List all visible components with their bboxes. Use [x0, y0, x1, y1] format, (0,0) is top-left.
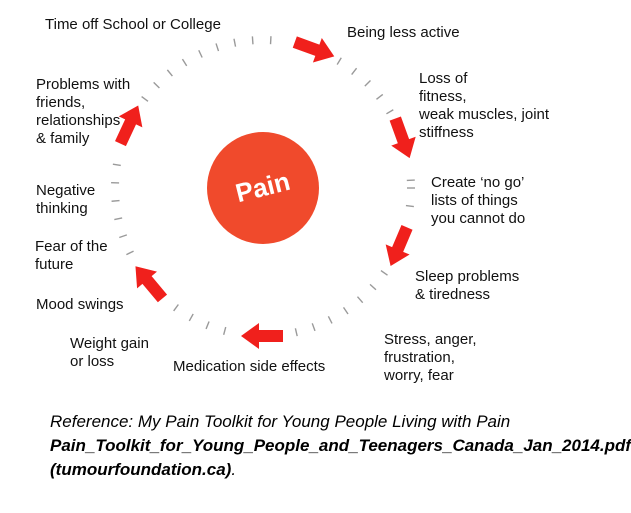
cycle-label-line: Being less active — [347, 24, 460, 41]
cycle-arrow-2 — [389, 116, 416, 159]
cycle-tick — [251, 36, 254, 45]
cycle-label-time-off-school: Time off School or College — [45, 16, 221, 34]
cycle-ticks — [111, 36, 415, 337]
cycle-tick — [356, 296, 364, 304]
cycle-tick — [114, 217, 123, 221]
cycle-label-line: friends, — [36, 94, 86, 111]
cycle-label-line: & tiredness — [415, 286, 491, 303]
cycle-tick — [294, 328, 298, 337]
cycle-label-line: weak muscles, joint — [419, 106, 550, 123]
cycle-label-line: stiffness — [419, 124, 474, 141]
cycle-arrow-1 — [292, 36, 335, 63]
cycle-tick — [112, 163, 121, 167]
cycle-tick — [126, 250, 134, 256]
cycle-tick — [215, 43, 220, 52]
reference-note: Reference: My Pain Toolkit for Young Peo… — [50, 410, 631, 482]
cycle-arrow-5 — [135, 266, 168, 303]
cycle-tick — [141, 95, 149, 102]
cycle-tick — [173, 304, 179, 312]
cycle-label-line: Stress, anger, — [384, 331, 477, 348]
cycle-tick — [198, 49, 203, 58]
cycle-label-line: thinking — [36, 200, 88, 217]
cycle-label-line: Problems with — [36, 76, 131, 93]
cycle-tick — [376, 93, 384, 100]
cycle-tick — [311, 323, 316, 332]
cycle-label-line: relationships — [36, 112, 121, 129]
reference-title: Reference: My Pain Toolkit for Young Peo… — [50, 412, 511, 431]
cycle-label-line: worry, fear — [384, 367, 454, 384]
cycle-label-stress-anger: Stress, anger,frustration,worry, fear — [384, 331, 477, 385]
cycle-tick — [166, 69, 173, 77]
cycle-label-medication-side-effects: Medication side effects — [173, 358, 325, 376]
cycle-label-line: Medication side effects — [173, 358, 326, 375]
cycle-tick — [111, 199, 120, 202]
cycle-tick — [342, 306, 349, 315]
cycle-tick — [327, 315, 333, 324]
cycle-tick — [181, 58, 188, 67]
cycle-label-line: frustration, — [384, 349, 455, 366]
cycle-tick — [233, 38, 237, 47]
cycle-label-line: fitness, — [419, 88, 467, 105]
cycle-label-line: Create ‘no go’ — [431, 174, 525, 191]
cycle-label-line: future — [35, 256, 74, 273]
cycle-tick — [336, 57, 342, 65]
cycle-label-sleep-problems: Sleep problems& tiredness — [415, 268, 519, 304]
cycle-arrows — [115, 36, 416, 349]
cycle-label-line: lists of things — [431, 192, 518, 209]
cycle-label-line: Sleep problems — [415, 268, 520, 285]
cycle-label-line: or loss — [70, 353, 115, 370]
cycle-label-line: & family — [36, 130, 90, 147]
cycle-arrow-3 — [385, 225, 413, 267]
cycle-label-line: you cannot do — [431, 210, 526, 227]
reference-source: Pain_Toolkit_for_Young_People_and_Teenag… — [50, 436, 631, 479]
cycle-label-being-less-active: Being less active — [347, 24, 460, 42]
cycle-label-mood-swings: Mood swings — [36, 296, 124, 314]
cycle-label-line: Fear of the — [35, 238, 108, 255]
cycle-label-line: Negative — [36, 182, 96, 199]
cycle-label-line: Time off School or College — [45, 16, 221, 33]
cycle-label-line: Mood swings — [36, 296, 124, 313]
cycle-label-line: Weight gain — [70, 335, 149, 352]
cycle-arrow-6 — [115, 105, 143, 147]
cycle-tick — [351, 67, 358, 75]
pain-cycle-diagram: Pain — [111, 36, 416, 349]
cycle-tick — [369, 283, 377, 291]
cycle-tick — [119, 234, 128, 239]
pain-circle — [207, 132, 319, 244]
cycle-tick — [153, 81, 160, 89]
cycle-tick — [405, 204, 414, 208]
cycle-tick — [386, 109, 394, 115]
cycle-tick — [222, 326, 227, 336]
cycle-tick — [188, 313, 194, 322]
cycle-tick — [380, 270, 388, 276]
cycle-tick — [364, 80, 371, 87]
cycle-tick — [205, 321, 210, 330]
reference-period: . — [231, 460, 237, 479]
cycle-arrow-4 — [241, 323, 283, 349]
cycle-label-line: Loss of — [419, 70, 468, 87]
